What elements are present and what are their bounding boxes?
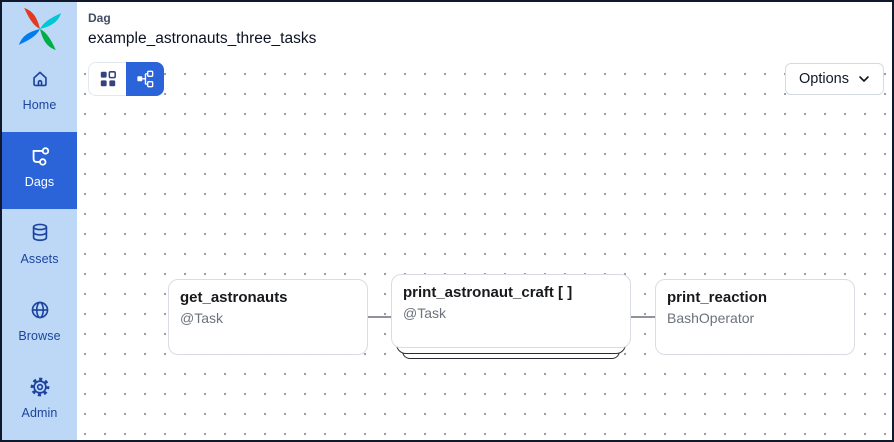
grid-view-icon [100,71,116,87]
task-node-operator: @Task [403,305,446,321]
options-button[interactable]: Options [785,63,884,95]
gear-icon [30,377,49,397]
sidebar-item-label: Assets [20,252,59,267]
task-node-print-reaction[interactable]: print_reaction BashOperator [655,279,855,355]
task-node-body[interactable]: print_astronaut_craft [ ] @Task [391,274,631,348]
sidebar-item-label: Home [22,98,57,113]
database-icon [32,223,47,242]
dag-breadcrumb-label: Dag [88,11,111,25]
sidebar-item-label: Browse [18,329,61,344]
globe-icon [31,301,48,319]
sidebar: Home Dags Assets [2,2,77,440]
grid-view-button[interactable] [88,62,126,96]
task-node-operator: @Task [180,310,223,326]
sidebar-item-label: Dags [24,175,55,190]
chevron-down-icon [859,76,869,82]
dag-title: example_astronauts_three_tasks [88,30,317,47]
page-header: Dag example_astronauts_three_tasks [77,2,892,57]
airflow-pinwheel-icon [18,7,61,50]
dag-icon [32,147,49,166]
edge-print-astronaut-craft-to-print-reaction [631,316,655,318]
task-node-title: get_astronauts [180,289,288,306]
dag-graph-canvas[interactable]: Options get_astronauts @Task print_astro… [77,57,892,440]
task-node-title: print_astronaut_craft [ ] [403,284,573,301]
sidebar-item-browse[interactable]: Browse [2,286,77,363]
home-icon [32,71,47,87]
sidebar-item-assets[interactable]: Assets [2,209,77,286]
graph-view-button[interactable] [126,62,164,96]
sidebar-item-label: Admin [21,406,58,421]
view-toggle-group [88,62,164,96]
sidebar-item-admin[interactable]: Admin [2,363,77,440]
task-node-operator: BashOperator [667,310,755,326]
sidebar-item-dags[interactable]: Dags [2,132,77,210]
task-node-title: print_reaction [667,289,768,306]
sidebar-item-home[interactable]: Home [2,55,77,132]
graph-view-icon [137,70,154,88]
edge-get-astronauts-to-print-astronaut-craft [368,316,391,318]
task-node-get-astronauts[interactable]: get_astronauts @Task [168,279,368,355]
options-button-label: Options [799,71,849,87]
airflow-logo[interactable] [2,2,77,55]
task-node-print-astronaut-craft[interactable]: print_astronaut_craft [ ] @Task [391,274,631,359]
